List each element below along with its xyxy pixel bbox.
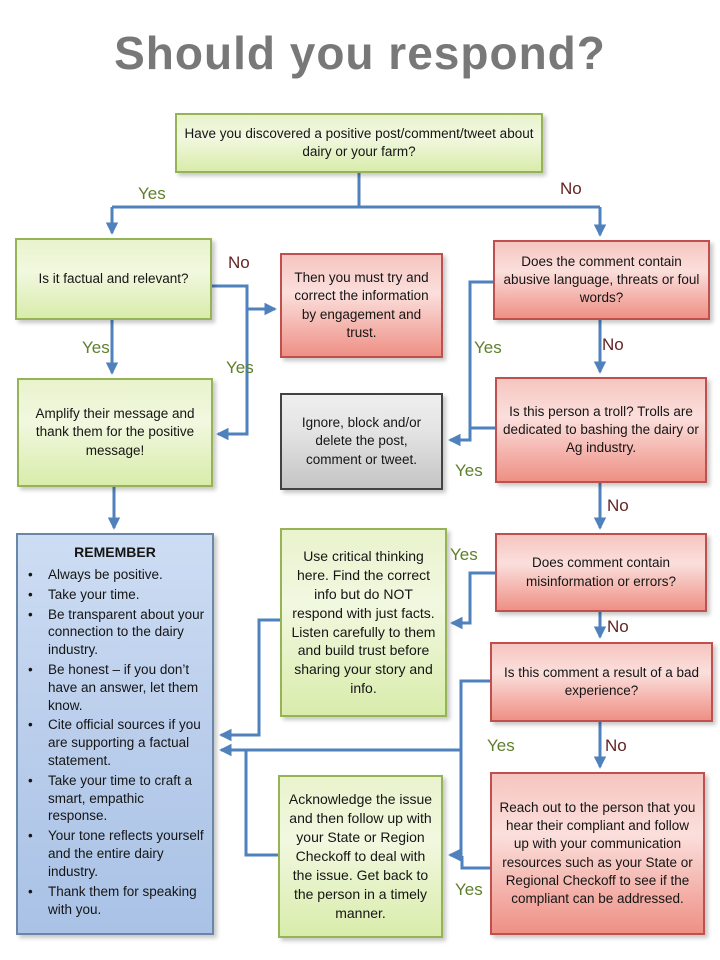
node-factual-text: Is it factual and relevant? — [38, 270, 189, 286]
node-critical-text: Use critical thinking here. Find the cor… — [291, 547, 436, 697]
node-remember-list: REMEMBER Always be positive. Take your ti… — [16, 533, 214, 935]
label-misinfo-yes: Yes — [450, 545, 478, 564]
node-reach-out: Reach out to the person that you hear th… — [490, 772, 705, 935]
node-bad-experience-question: Is this comment a result of a bad experi… — [490, 642, 713, 722]
node-abusive-question: Does the comment contain abusive languag… — [493, 240, 710, 320]
edge-misinfo-yes-to-critical — [450, 571, 495, 630]
remember-bullet-item: Always be positive. — [24, 566, 206, 584]
remember-bullet-list: Always be positive. Take your time. Be tra… — [24, 566, 206, 918]
node-badexp-text: Is this comment a result of a bad experi… — [503, 664, 700, 698]
edge-critical-to-remember — [219, 618, 280, 742]
remember-bullet-item: Your tone reflects yourself and the enti… — [24, 827, 206, 880]
node-factual-question: Is it factual and relevant? — [15, 238, 212, 320]
node-critical-thinking: Use critical thinking here. Find the cor… — [280, 528, 447, 717]
remember-bullet-item: Be honest – if you don’t have an answer,… — [24, 661, 206, 714]
remember-bullet-item: Thank them for speaking with you. — [24, 883, 206, 919]
remember-title: REMEMBER — [74, 544, 156, 560]
label-misinfo-no: No — [607, 617, 629, 636]
node-troll-text: Is this person a troll? Trolls are dedic… — [503, 403, 699, 456]
label-top-yes: Yes — [138, 184, 166, 203]
edge-factual-no-to-correct — [212, 284, 277, 316]
node-correct-text: Then you must try and correct the inform… — [294, 270, 429, 340]
edge-abusive-yes-to-ignore — [448, 280, 493, 447]
node-reachout-text: Reach out to the person that you hear th… — [499, 799, 696, 906]
node-correct-info: Then you must try and correct the inform… — [280, 253, 443, 358]
label-troll-yes: Yes — [455, 461, 483, 480]
remember-bullet-item: Cite official sources if you are support… — [24, 716, 206, 769]
node-troll-question: Is this person a troll? Trolls are dedic… — [495, 377, 707, 483]
remember-bullet-item: Take your time to craft a smart, empathi… — [24, 772, 206, 825]
label-factual-no: No — [228, 253, 250, 272]
node-acknowledge-issue: Acknowledge the issue and then follow up… — [278, 775, 443, 938]
edge-acknowledge-remember-link — [244, 750, 279, 857]
node-acknowledge-text: Acknowledge the issue and then follow up… — [288, 791, 433, 921]
node-amplify-text: Amplify their message and thank them for… — [35, 406, 195, 458]
label-reachout-yes: Yes — [455, 880, 483, 899]
node-misinfo-text: Does comment contain misinformation or e… — [525, 555, 677, 589]
label-factual-yes: Yes — [82, 338, 110, 357]
remember-bullet-item: Be transparent about your connection to … — [24, 606, 206, 659]
node-ignore-block-delete: Ignore, block and/or delete the post, co… — [280, 393, 443, 490]
label-top-no: No — [560, 179, 582, 198]
label-abusive-yes: Yes — [474, 338, 502, 357]
node-ignore-text: Ignore, block and/or delete the post, co… — [301, 415, 422, 467]
label-correct-yes: Yes — [226, 358, 254, 377]
edge-badexp-yes-to-acknowledge — [448, 679, 490, 862]
node-amplify-message: Amplify their message and thank them for… — [17, 378, 213, 487]
label-troll-no: No — [607, 496, 629, 515]
remember-bullet-item: Take your time. — [24, 586, 206, 604]
edge-correct-yes-to-amplify — [216, 309, 249, 441]
node-top-question: Have you discovered a positive post/comm… — [175, 113, 543, 173]
label-badexp-no: No — [605, 736, 627, 755]
page-title: Should you respond? — [114, 27, 606, 79]
node-top-question-text: Have you discovered a positive post/comm… — [184, 125, 534, 159]
label-badexp-yes: Yes — [487, 736, 515, 755]
label-abusive-no: No — [602, 335, 624, 354]
node-abusive-text: Does the comment contain abusive languag… — [503, 253, 700, 306]
node-misinformation-question: Does comment contain misinformation or e… — [495, 533, 707, 612]
edge-reachout-yes-merge — [460, 856, 491, 870]
